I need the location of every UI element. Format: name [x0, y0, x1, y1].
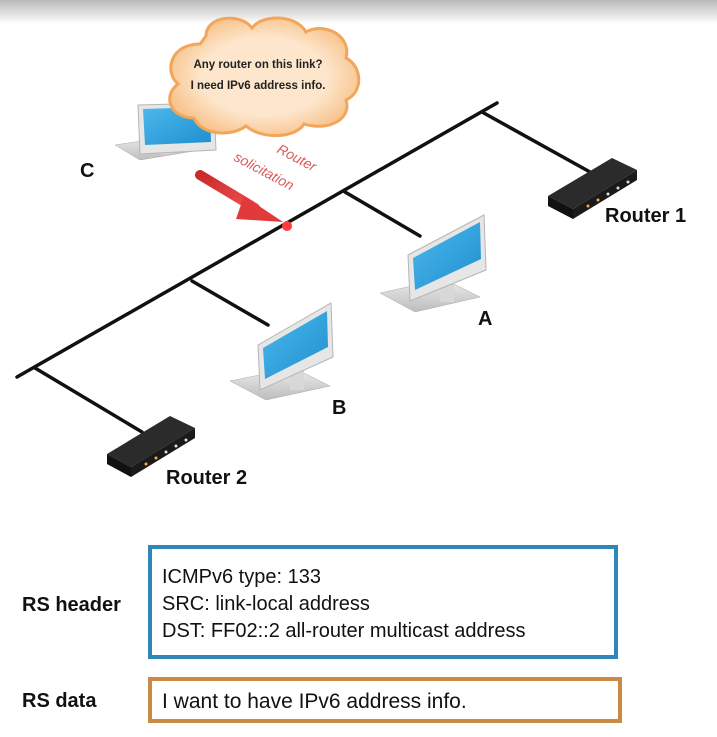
router2-icon [107, 416, 195, 477]
top-shade [0, 0, 717, 24]
host-b-link [190, 279, 270, 327]
rs-header-line-src: SRC: link-local address [162, 593, 370, 615]
speech-bubble [168, 16, 361, 138]
router1-link [480, 110, 592, 174]
bubble-line1: Any router on this link? [193, 59, 323, 71]
rs-data-box: I want to have IPv6 address info. [148, 677, 622, 723]
rs-data-label: RS data [22, 690, 97, 712]
host-a-label: A [478, 308, 493, 330]
bubble-text: Any router on this link? I need IPv6 add… [178, 55, 338, 97]
host-c-label: C [80, 160, 95, 182]
router2-label: Router 2 [166, 467, 248, 489]
backbone-link [15, 101, 499, 379]
router1-label: Router 1 [605, 205, 687, 227]
rs-header-label: RS header [22, 594, 121, 616]
router2-link [33, 366, 144, 434]
host-a-link [343, 190, 422, 238]
host-a-monitor-icon [379, 214, 487, 313]
host-b-label: B [332, 397, 347, 419]
rs-header-line-dst: DST: FF02::2 all-router multicast addres… [162, 620, 526, 642]
rs-header-box: ICMPv6 type: 133 SRC: link-local address… [148, 545, 618, 659]
network-links [15, 101, 592, 434]
rs-header-line-type: ICMPv6 type: 133 [162, 566, 321, 588]
router-solicitation-arrow [195, 170, 292, 231]
router1-icon [548, 158, 637, 219]
bubble-line2: I need IPv6 address info. [190, 80, 326, 92]
host-b-monitor-icon [229, 302, 334, 401]
arrow-label-line1: Router [275, 141, 321, 175]
